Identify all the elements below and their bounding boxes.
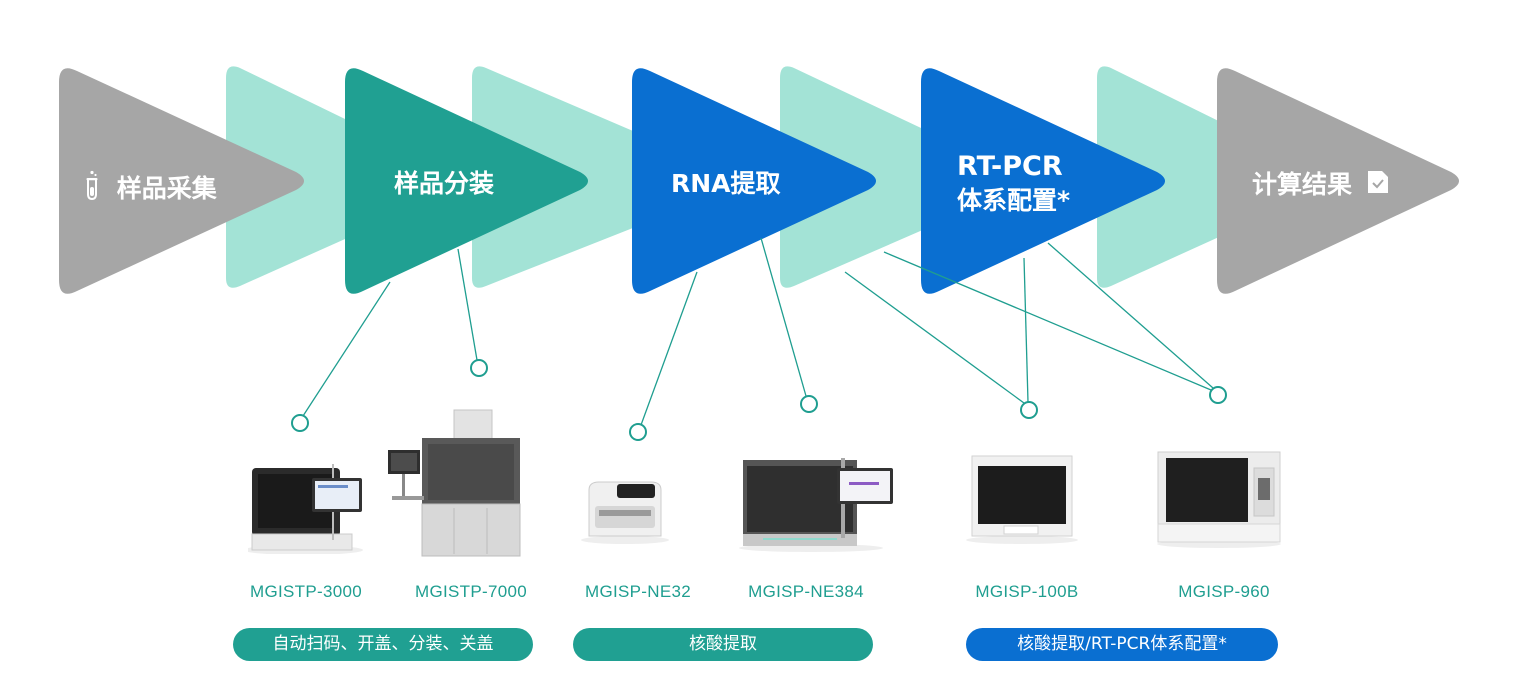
connector-arrow-3 [780,66,1017,288]
stage-label-sample-aliquot: 样品分装 [394,169,494,199]
device-connector-lines [302,237,1214,426]
device-model-label: MGISP-100B [975,582,1079,601]
group-pill-extraction-rtpcr: 核酸提取/RT-PCR体系配置* [966,628,1278,661]
stage-title: RT-PCR [957,151,1063,182]
stage-label-rna-extraction: RNA提取 [671,169,781,199]
stage-label-result: 计算结果 [1252,169,1389,201]
device-image-mgistp-7000 [384,408,524,564]
line-rna-to-100b [844,271,1025,404]
line-rna-to-960 [883,251,1212,391]
device-image-mgisp-960 [1154,448,1284,552]
stage-label-sample-collection: 样品采集 [84,170,217,207]
device-image-mgisp-ne32 [577,476,673,550]
line-rtpcr-to-960 [1047,242,1214,389]
device-image-mgistp-3000 [243,462,366,558]
line-rna-to-ne384 [760,237,807,397]
device-model-label: MGISTP-3000 [250,582,362,601]
connector-arrow-2 [472,66,731,288]
stage-title: RNA提取 [671,169,781,198]
stage-arrows [59,68,1459,294]
connector-arrows [226,66,1325,288]
line-rtpcr-to-100b [1023,257,1029,403]
line-aliquot-to-stp3000 [302,281,391,417]
line-rna-to-ne32 [640,271,698,426]
stage-arrow-rna-extraction [632,68,876,294]
device-model-label: MGISTP-7000 [415,582,527,601]
document-check-icon [1367,170,1389,201]
connector-circle [629,423,647,441]
stage-label-rt-pcr: RT-PCR 体系配置* [957,150,1070,218]
device-model-label: MGISP-960 [1178,582,1270,601]
device-model-label: MGISP-NE32 [585,582,691,601]
connector-circle [291,414,309,432]
device-image-mgisp-100b [964,452,1080,548]
stage-title: 计算结果 [1252,170,1353,199]
stage-arrow-sample-collection [59,68,304,294]
connector-circle [470,359,488,377]
stage-title: 样品分装 [394,169,495,198]
connector-end-circles [291,359,1227,441]
connector-circle [1020,401,1038,419]
group-pill-extraction: 核酸提取 [573,628,873,661]
group-pill-sample-handling: 自动扫码、开盖、分装、关盖 [233,628,533,661]
device-image-mgisp-ne384 [739,456,899,556]
connector-circle [800,395,818,413]
connector-arrow-1 [226,66,457,288]
test-tube-icon [84,170,100,207]
line-aliquot-to-stp7000 [457,248,478,361]
stage-subtitle: 体系配置* [957,186,1071,215]
stage-arrow-rt-pcr [921,68,1165,294]
stage-title: 样品采集 [116,173,217,203]
stage-arrow-sample-aliquot [345,68,588,294]
connector-arrow-4 [1097,66,1325,288]
connector-circle [1209,386,1227,404]
device-model-label: MGISP-NE384 [748,582,864,601]
stage-arrow-result [1217,68,1459,294]
